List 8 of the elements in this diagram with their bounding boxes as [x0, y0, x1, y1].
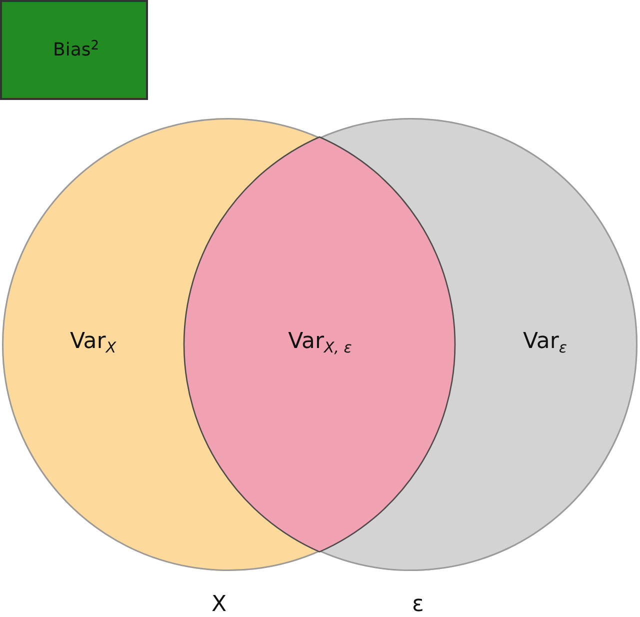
intersection-region	[184, 137, 455, 552]
region-label: Var$_{X}$	[70, 330, 116, 356]
bias-box	[0, 0, 148, 100]
region-label: Var$_{X, ε}$	[288, 330, 352, 356]
region-label: Var$_{ε}$	[523, 330, 567, 356]
set-label: ε	[412, 592, 424, 617]
box-label: Bias$^{2}$	[53, 40, 99, 60]
set-label: X	[211, 592, 227, 617]
